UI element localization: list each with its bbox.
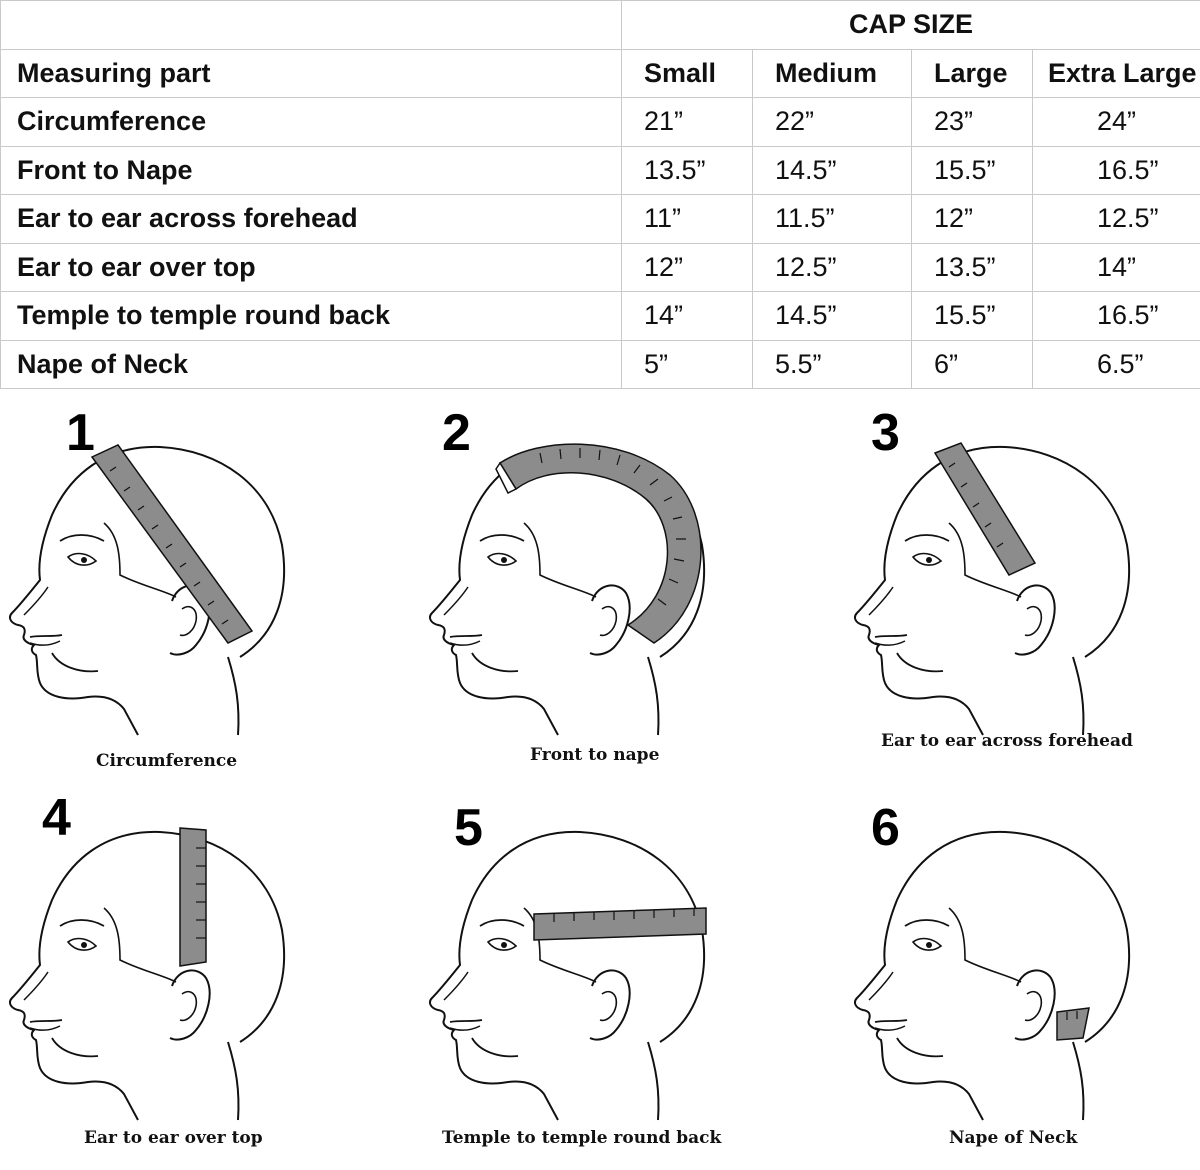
table-row: Ear to ear across forehead 11” 11.5” 12”… <box>1 195 1200 244</box>
figure-number: 4 <box>42 792 71 844</box>
cell-value: 16.5” <box>1033 146 1200 195</box>
row-label: Ear to ear over top <box>1 243 622 292</box>
table-corner-cell <box>1 1 622 50</box>
figure-caption: Ear to ear across forehead <box>881 731 1133 751</box>
figure-caption: Circumference <box>96 751 237 771</box>
cell-value: 14.5” <box>753 292 912 341</box>
head-diagram <box>0 405 380 785</box>
cell-value: 12.5” <box>1033 195 1200 244</box>
cap-size-table: CAP SIZE Measuring part Small Medium Lar… <box>0 0 1200 389</box>
cell-value: 12.5” <box>753 243 912 292</box>
cell-value: 11.5” <box>753 195 912 244</box>
head-diagram <box>0 790 380 1170</box>
measuring-tape <box>180 828 206 966</box>
figure-caption: Front to nape <box>530 745 659 765</box>
figure-circumference: 1 Circumference <box>0 405 380 785</box>
row-label: Ear to ear across forehead <box>1 195 622 244</box>
cell-value: 15.5” <box>912 292 1033 341</box>
cell-value: 12” <box>622 243 753 292</box>
cell-value: 15.5” <box>912 146 1033 195</box>
measuring-tape <box>496 444 701 643</box>
cell-value: 24” <box>1033 98 1200 147</box>
cell-value: 23” <box>912 98 1033 147</box>
cell-value: 22” <box>753 98 912 147</box>
row-label: Circumference <box>1 98 622 147</box>
figure-number: 1 <box>66 407 95 459</box>
cell-value: 14.5” <box>753 146 912 195</box>
figure-number: 5 <box>454 802 483 854</box>
cell-value: 14” <box>1033 243 1200 292</box>
measuring-tape <box>935 443 1035 575</box>
measuring-part-header: Measuring part <box>1 49 622 98</box>
table-row: Nape of Neck 5” 5.5” 6” 6.5” <box>1 340 1200 389</box>
cap-size-header: CAP SIZE <box>622 1 1200 50</box>
figure-front-to-nape: 2 Front to nape <box>420 405 800 785</box>
cell-value: 6” <box>912 340 1033 389</box>
figure-temple-to-temple-round-back: 5 Temple to temple round back <box>420 790 800 1170</box>
column-header-extra-large: Extra Large <box>1033 49 1200 98</box>
table-column-header-row: Measuring part Small Medium Large Extra … <box>1 49 1200 98</box>
figure-caption: Nape of Neck <box>949 1128 1077 1148</box>
cell-value: 16.5” <box>1033 292 1200 341</box>
measuring-tape <box>534 908 706 940</box>
cell-value: 12” <box>912 195 1033 244</box>
cell-value: 5” <box>622 340 753 389</box>
figure-caption: Temple to temple round back <box>442 1128 721 1148</box>
head-diagram <box>845 405 1200 785</box>
figure-caption: Ear to ear over top <box>84 1128 263 1148</box>
figure-number: 6 <box>871 802 900 854</box>
row-label: Nape of Neck <box>1 340 622 389</box>
cell-value: 5.5” <box>753 340 912 389</box>
cell-value: 13.5” <box>622 146 753 195</box>
table-row: Ear to ear over top 12” 12.5” 13.5” 14” <box>1 243 1200 292</box>
cell-value: 13.5” <box>912 243 1033 292</box>
row-label: Temple to temple round back <box>1 292 622 341</box>
table-row: Front to Nape 13.5” 14.5” 15.5” 16.5” <box>1 146 1200 195</box>
measuring-tape <box>1057 1008 1089 1040</box>
figure-nape-of-neck: 6 Nape of Neck <box>845 790 1200 1170</box>
table-row: Circumference 21” 22” 23” 24” <box>1 98 1200 147</box>
cell-value: 14” <box>622 292 753 341</box>
column-header-small: Small <box>622 49 753 98</box>
figure-number: 2 <box>442 407 471 459</box>
table-row: Temple to temple round back 14” 14.5” 15… <box>1 292 1200 341</box>
cell-value: 11” <box>622 195 753 244</box>
figure-ear-to-ear-over-top: 4 Ear to ear over top <box>0 790 380 1170</box>
row-label: Front to Nape <box>1 146 622 195</box>
cell-value: 21” <box>622 98 753 147</box>
column-header-medium: Medium <box>753 49 912 98</box>
column-header-large: Large <box>912 49 1033 98</box>
cell-value: 6.5” <box>1033 340 1200 389</box>
table-group-header-row: CAP SIZE <box>1 1 1200 50</box>
head-diagram <box>420 405 800 785</box>
figure-ear-to-ear-across-forehead: 3 Ear to ear across forehead <box>845 405 1200 785</box>
figure-number: 3 <box>871 407 900 459</box>
